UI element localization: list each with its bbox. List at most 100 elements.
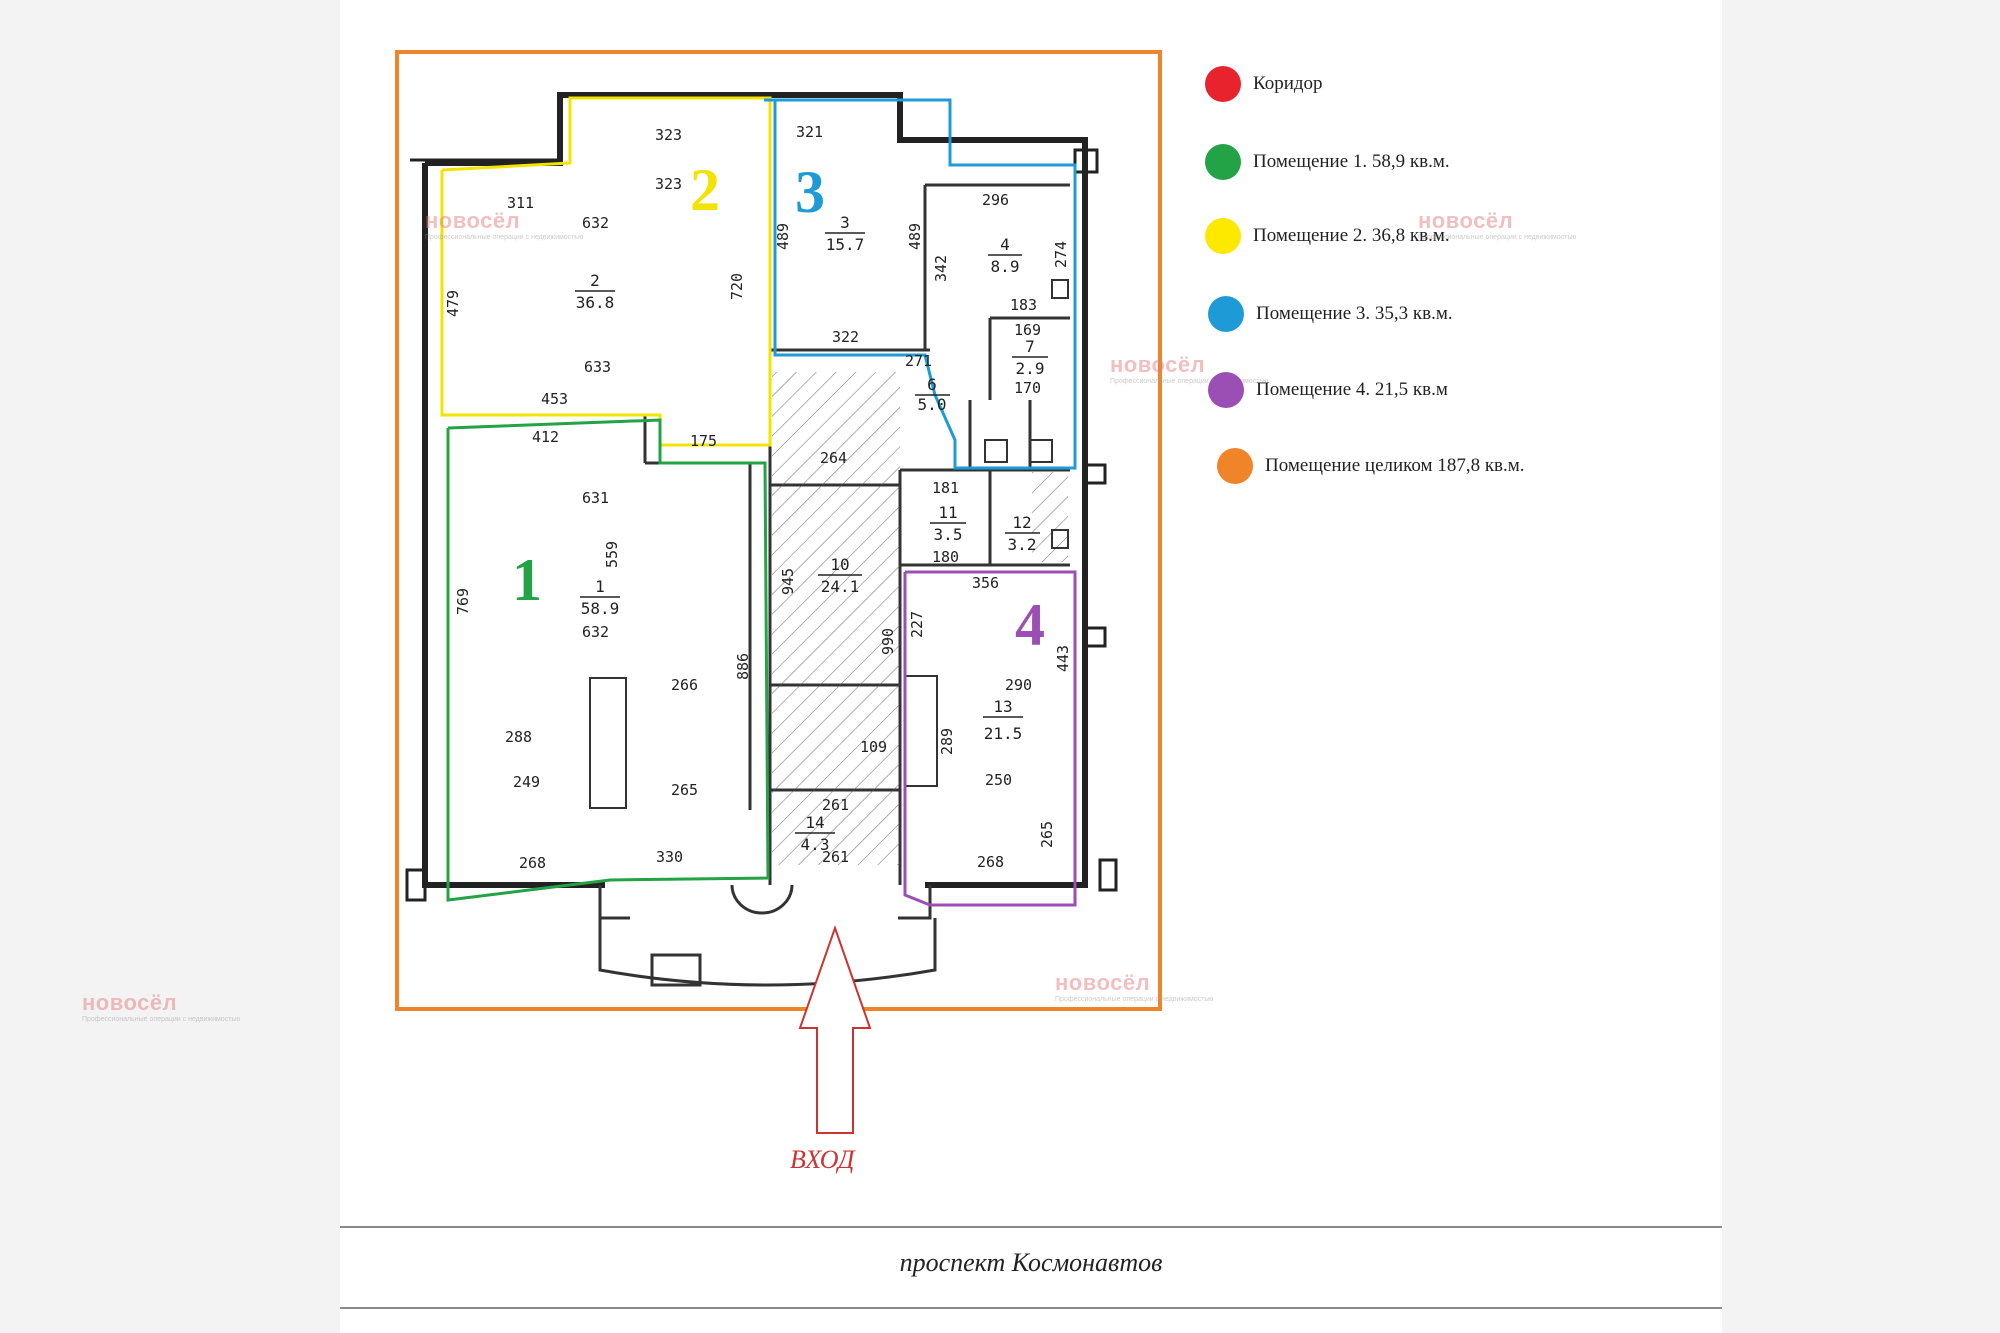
svg-text:3.2: 3.2 — [1008, 535, 1037, 554]
svg-text:10: 10 — [830, 555, 849, 574]
room-label-14: 144.3 — [795, 813, 835, 854]
svg-text:7: 7 — [1025, 337, 1035, 356]
dimension: 330 — [656, 848, 683, 866]
outline-room-4 — [903, 570, 1077, 907]
dimension-labels: 323 323 311 632 479 720 633 453 175 412 … — [444, 123, 1072, 872]
dimension: 356 — [972, 574, 999, 592]
room-number-4: 4 — [1015, 592, 1045, 658]
dimension: 311 — [507, 194, 534, 212]
dimension: 290 — [1005, 676, 1032, 694]
dimension: 268 — [977, 853, 1004, 871]
room-label-1: 158.9 — [580, 577, 620, 618]
dimension: 266 — [671, 676, 698, 694]
dimension: 632 — [582, 623, 609, 641]
svg-text:5.0: 5.0 — [918, 395, 947, 414]
svg-text:21.5: 21.5 — [984, 724, 1023, 743]
svg-text:4.3: 4.3 — [801, 835, 830, 854]
svg-text:36.8: 36.8 — [576, 293, 615, 312]
svg-text:24.1: 24.1 — [821, 577, 860, 596]
dimension: 170 — [1014, 379, 1041, 397]
dimension: 250 — [985, 771, 1012, 789]
dimension: 181 — [932, 479, 959, 497]
dimension: 323 — [655, 126, 682, 144]
outline-room-3 — [764, 98, 1077, 470]
dimension: 769 — [454, 588, 472, 615]
svg-text:2.9: 2.9 — [1016, 359, 1045, 378]
dimension: 261 — [822, 848, 849, 866]
dimension: 227 — [908, 611, 926, 638]
svg-text:13: 13 — [993, 697, 1012, 716]
room-label-6: 65.0 — [915, 375, 950, 414]
dimension: 169 — [1014, 321, 1041, 339]
legend-label: Помещение целиком 187,8 кв.м. — [1265, 455, 1525, 476]
svg-text:14: 14 — [805, 813, 824, 832]
color-dot-icon — [1208, 372, 1244, 408]
dimension: 632 — [582, 214, 609, 232]
dimension: 265 — [671, 781, 698, 799]
legend-item-room-1: Помещение 1. 58,9 кв.м. — [1205, 144, 1450, 180]
legend-item-whole: Помещение целиком 187,8 кв.м. — [1217, 448, 1525, 484]
dimension: 264 — [820, 449, 847, 467]
divider — [340, 1226, 1722, 1228]
legend-label: Помещение 3. 35,3 кв.м. — [1256, 303, 1453, 324]
dimension: 175 — [690, 432, 717, 450]
dimension: 265 — [1038, 821, 1056, 848]
dimension: 274 — [1052, 241, 1070, 268]
wall-stubs — [405, 148, 1118, 902]
dimension: 633 — [584, 358, 611, 376]
color-dot-icon — [1205, 144, 1241, 180]
dimension: 271 — [905, 352, 932, 370]
dimension: 296 — [982, 191, 1009, 209]
entrance-porch — [598, 884, 937, 987]
divider — [340, 1307, 1722, 1309]
svg-text:3.5: 3.5 — [934, 525, 963, 544]
legend-label: Помещение 2. 36,8 кв.м. — [1253, 225, 1450, 246]
dimension: 489 — [906, 223, 924, 250]
legend-label: Коридор — [1253, 73, 1323, 94]
fixture-12 — [1051, 529, 1069, 549]
svg-text:3: 3 — [840, 213, 850, 232]
legend-label: Помещение 1. 58,9 кв.м. — [1253, 151, 1450, 172]
dimension: 261 — [822, 796, 849, 814]
dimension: 289 — [938, 728, 956, 755]
outline-room-1 — [446, 418, 770, 902]
dimension: 183 — [1010, 296, 1037, 314]
room-labels: 158.9 236.8 315.7 48.9 65.0 72.9 1024.1 … — [575, 213, 1048, 854]
entrance-arrow — [798, 924, 872, 1134]
fixture-4 — [1051, 279, 1069, 299]
svg-text:12: 12 — [1012, 513, 1031, 532]
dimension: 489 — [774, 223, 792, 250]
legend-item-room-4: Помещение 4. 21,5 кв.м — [1208, 372, 1448, 408]
street-label: проспект Космонавтов — [899, 1248, 1163, 1277]
room-number-2: 2 — [690, 157, 720, 223]
dimension: 109 — [860, 738, 887, 756]
room-label-12: 123.2 — [1005, 513, 1040, 554]
toilet-fixture — [1029, 439, 1053, 463]
dimension: 412 — [532, 428, 559, 446]
room-label-11: 113.5 — [930, 503, 966, 544]
legend-item-room-3: Помещение 3. 35,3 кв.м. — [1208, 296, 1453, 332]
dimension: 180 — [932, 548, 959, 566]
dimension: 249 — [513, 773, 540, 791]
outline-whole-premises — [395, 50, 1162, 1011]
dimension: 453 — [541, 390, 568, 408]
room-label-3: 315.7 — [825, 213, 865, 254]
svg-text:11: 11 — [938, 503, 957, 522]
room-label-13: 13 21.5 — [983, 697, 1023, 743]
color-dot-icon — [1205, 66, 1241, 102]
dimension: 720 — [728, 273, 746, 300]
svg-text:1: 1 — [595, 577, 605, 596]
outline-room-2 — [440, 96, 772, 447]
color-dot-icon — [1217, 448, 1253, 484]
dimension: 322 — [832, 328, 859, 346]
dimension: 443 — [1054, 645, 1072, 672]
svg-text:4: 4 — [1000, 235, 1010, 254]
legend-item-corridor: Коридор — [1205, 66, 1323, 102]
dimension: 559 — [603, 541, 621, 568]
